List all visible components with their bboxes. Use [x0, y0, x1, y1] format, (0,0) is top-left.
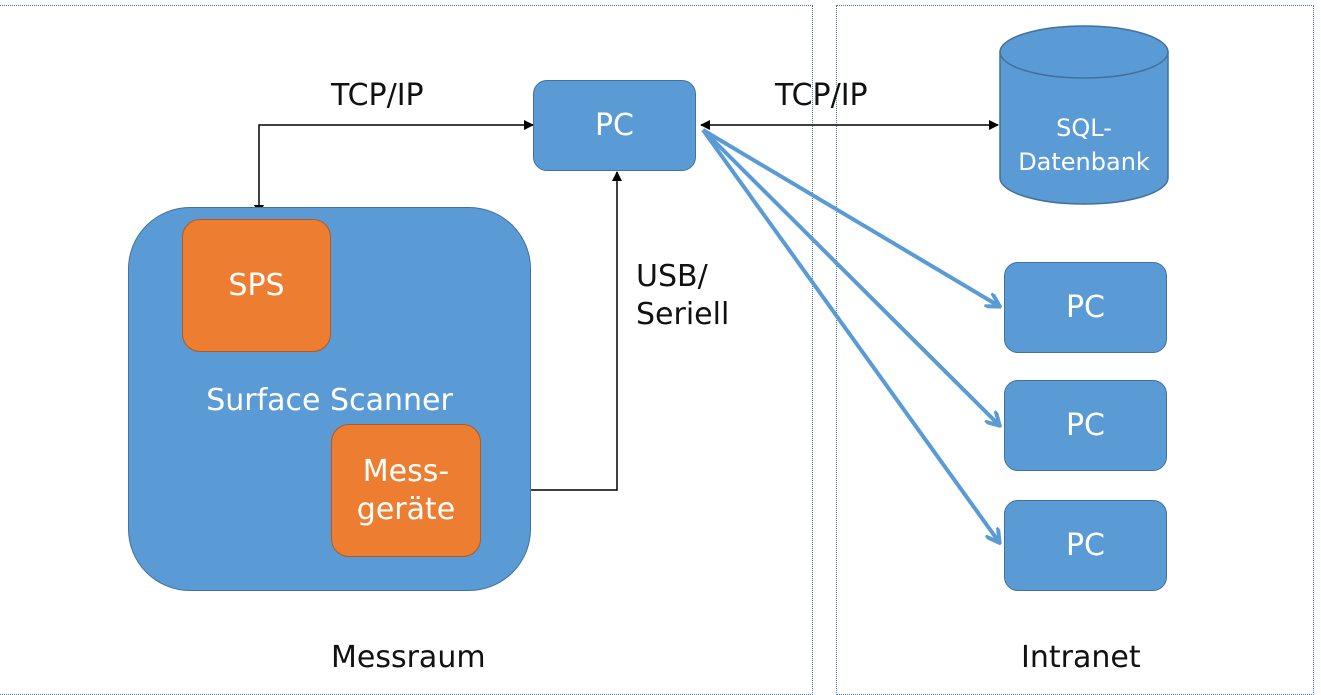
- edge-label-usb-seriell: USB/ Seriell: [636, 258, 729, 334]
- node-messgeraete-line1: Mess-: [362, 453, 450, 489]
- node-sps[interactable]: SPS: [182, 219, 331, 352]
- node-pc-client-3-label: PC: [1065, 528, 1106, 563]
- node-messgeraete[interactable]: Mess- geräte: [331, 424, 481, 557]
- tcpip-link-sps-pc: [254, 120, 534, 215]
- edge-label-tcpip-right: TCP/IP: [775, 78, 868, 113]
- node-pc-client-3[interactable]: PC: [1004, 500, 1167, 591]
- link-pc-client-3: [701, 128, 999, 542]
- node-pc-client-1[interactable]: PC: [1004, 262, 1167, 353]
- node-sps-label: SPS: [228, 268, 285, 303]
- node-surface-scanner-label: Surface Scanner: [206, 382, 453, 418]
- zone-label-messraum: Messraum: [331, 640, 486, 675]
- node-pc-main-label: PC: [594, 108, 635, 143]
- zone-label-intranet: Intranet: [1021, 640, 1141, 675]
- sql-database-icon: [999, 25, 1169, 205]
- node-sql-db-line1: SQL-: [1056, 114, 1112, 142]
- link-pc-client-1: [701, 128, 999, 306]
- edge-label-tcpip-left: TCP/IP: [331, 78, 424, 113]
- node-pc-client-2[interactable]: PC: [1004, 380, 1167, 471]
- node-messgeraete-line2: geräte: [356, 491, 456, 527]
- node-sql-db[interactable]: SQL- Datenbank: [1000, 100, 1168, 190]
- node-sql-db-line2: Datenbank: [1018, 148, 1150, 176]
- edge-label-usb-line2: Seriell: [636, 297, 730, 332]
- edge-label-usb-line1: USB/: [636, 259, 708, 294]
- link-pc-client-2: [701, 128, 999, 425]
- node-pc-main[interactable]: PC: [533, 80, 696, 171]
- node-pc-client-1-label: PC: [1065, 290, 1106, 325]
- node-pc-client-2-label: PC: [1065, 408, 1106, 443]
